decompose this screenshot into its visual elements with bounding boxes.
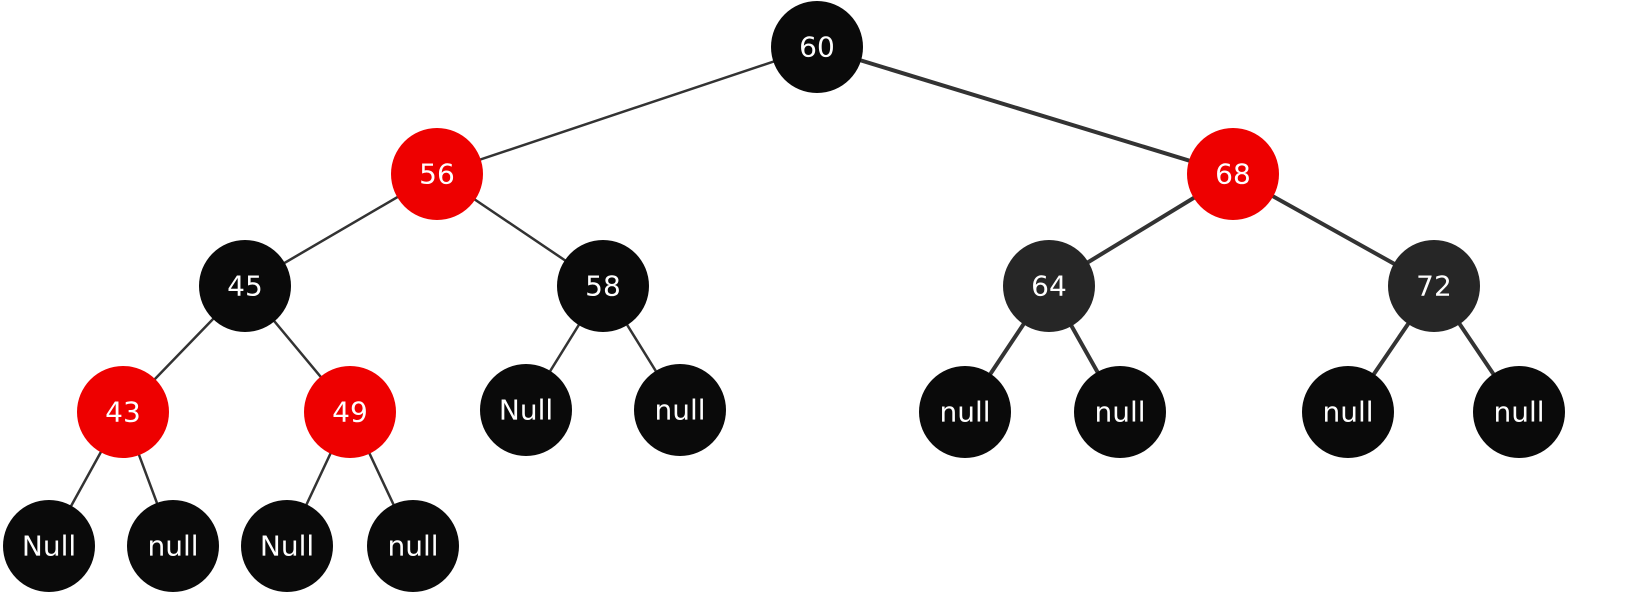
tree-node-58-n58: 58 [557,240,649,332]
tree-node-null-n49R: null [367,500,459,592]
node-circle [480,364,572,456]
node-label: Null [260,530,314,563]
node-label: 60 [799,31,835,64]
tree-node-45-n45: 45 [199,240,291,332]
node-circle [3,500,95,592]
tree-node-null-n49L: Null [241,500,333,592]
node-label: null [1322,396,1373,429]
node-circle [199,240,291,332]
tree-node-null-n72R: null [1473,366,1565,458]
node-circle [391,128,483,220]
node-circle [1003,240,1095,332]
tree-node-null-n43R: null [127,500,219,592]
node-label: null [147,530,198,563]
node-circle [1388,240,1480,332]
node-circle [557,240,649,332]
tree-node-64-n64: 64 [1003,240,1095,332]
node-circle [771,1,863,93]
node-circle [919,366,1011,458]
edge-n60-n56 [435,45,819,176]
edge-n60-n68 [815,45,1235,176]
tree-node-null-n72L: null [1302,366,1394,458]
tree-node-43-n43: 43 [77,366,169,458]
tree-node-null-n58R: null [634,364,726,456]
node-label: 56 [419,158,455,191]
tree-node-72-n72: 72 [1388,240,1480,332]
tree-node-null-n58L: Null [480,364,572,456]
node-label: null [387,530,438,563]
tree-node-56-n56: 56 [391,128,483,220]
node-label: 64 [1031,270,1067,303]
node-label: 68 [1215,158,1251,191]
node-label: 58 [585,270,621,303]
node-label: null [654,394,705,427]
node-circle [1473,366,1565,458]
node-circle [1187,128,1279,220]
node-label: null [1094,396,1145,429]
node-label: 49 [332,396,368,429]
node-label: 45 [227,270,263,303]
node-circle [241,500,333,592]
node-label: 72 [1416,270,1452,303]
node-circle [77,366,169,458]
node-circle [304,366,396,458]
tree-node-49-n49: 49 [304,366,396,458]
node-circle [127,500,219,592]
tree-node-null-n64R: null [1074,366,1166,458]
node-label: 43 [105,396,141,429]
node-label: null [1493,396,1544,429]
node-label: Null [499,394,553,427]
node-circle [634,364,726,456]
tree-node-68-n68: 68 [1187,128,1279,220]
node-label: null [939,396,990,429]
node-circle [1074,366,1166,458]
node-circle [1302,366,1394,458]
node-circle [367,500,459,592]
node-label: Null [22,530,76,563]
tree-node-60-n60: 60 [771,1,863,93]
tree-node-null-n64L: null [919,366,1011,458]
tree-node-null-n43L: Null [3,500,95,592]
